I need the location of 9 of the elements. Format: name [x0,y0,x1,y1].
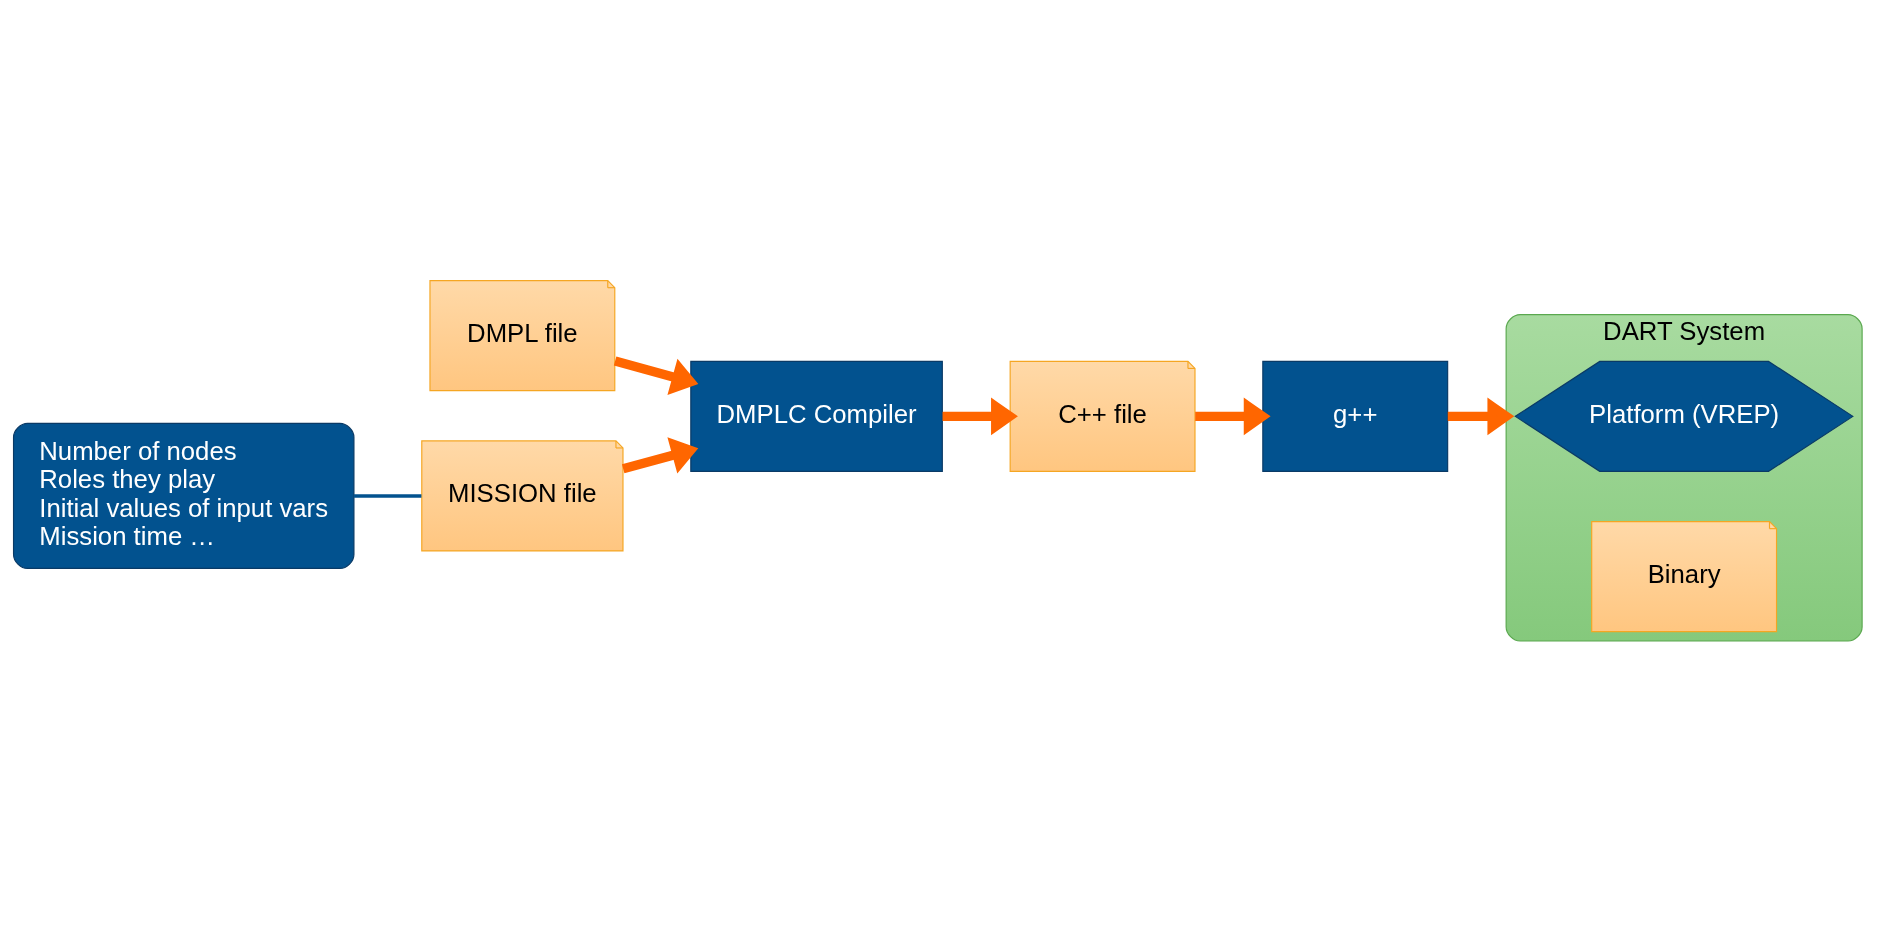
connector [354,493,422,498]
arrow [942,397,1018,435]
arrow [621,436,699,473]
arrow [1195,397,1271,435]
arrow [613,355,699,395]
node-box: g++ [1262,360,1449,472]
arrow [1447,397,1515,435]
node-box: Number of nodes Roles they play Initial values of input vars Mission time … [12,422,355,569]
node-box: DMPLC Compiler [690,360,943,472]
